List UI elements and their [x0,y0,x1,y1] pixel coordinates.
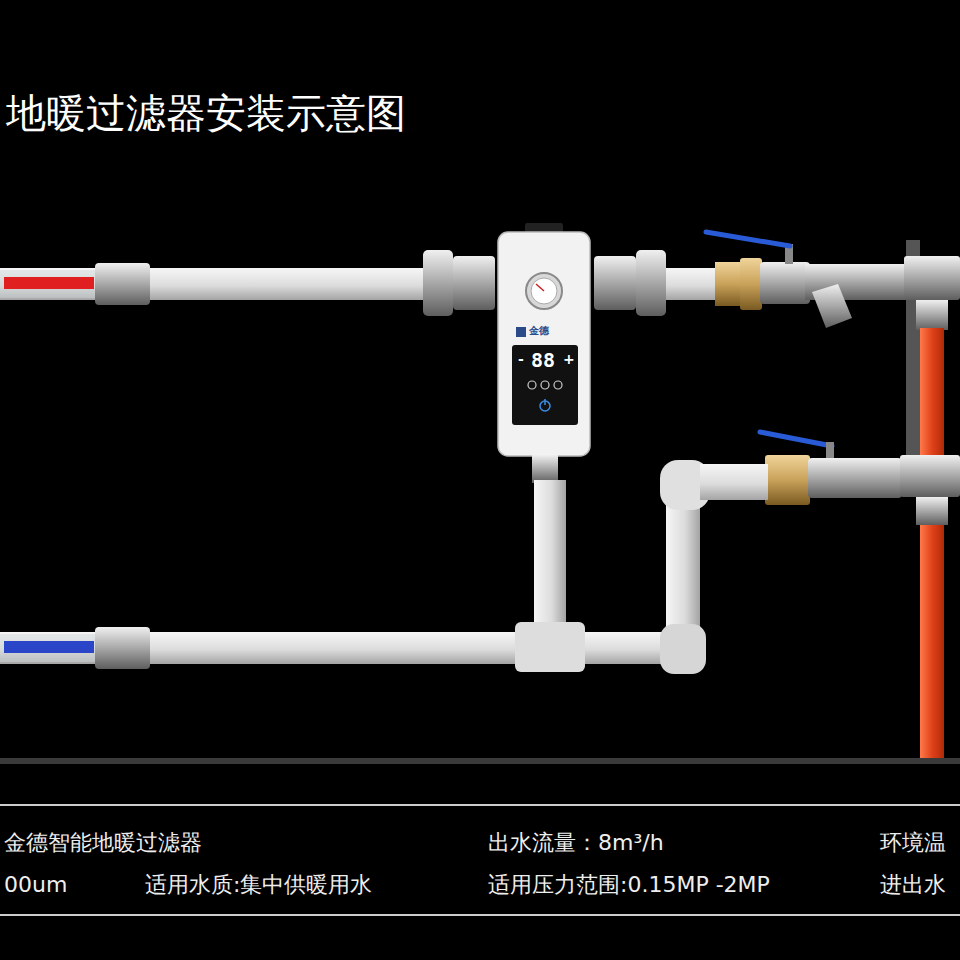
spec-text: 环境温 [880,830,946,855]
strainer-leg [812,284,852,328]
diagram-title: 地暖过滤器安装示意图 [6,90,406,136]
valve-stem [826,442,834,460]
valve-handle [760,432,832,446]
floor-line [0,758,960,764]
pipe-elbow [660,624,706,674]
brass-fitting [715,262,743,306]
union-nut [453,256,495,310]
spec-text: 适用水质:集中供暖用水 [145,872,372,897]
logo-mark [516,327,526,337]
ball-valve [808,458,902,498]
pipe-fitting [95,627,150,669]
filter-body [498,232,590,456]
pipe-fitting [95,263,150,305]
return-pipe [534,480,566,630]
pipe-tee [515,622,585,672]
display-icon [554,381,562,389]
rule-line [0,914,960,916]
spec-text: 00um [4,872,67,897]
gauge-needle [536,284,544,291]
manifold [904,256,960,300]
display-panel [512,345,578,425]
red-pipe [920,328,944,760]
union-nut [594,256,636,310]
display-icon [541,381,549,389]
return-pipe [666,492,700,642]
brand-logo: 金德 [529,325,549,337]
display-button: - [518,351,524,367]
brass-nut [740,258,762,310]
ball-valve [760,262,810,304]
spec-text: 适用压力范围:0.15MP -2MP [488,872,770,897]
valve-body [0,634,100,662]
brass-fitting [765,455,810,505]
valve-handle [706,232,790,246]
union-nut [636,250,666,316]
union-nut [423,250,453,316]
blue-marker [4,641,94,653]
manifold-fitting [916,300,948,330]
rule-line [0,804,960,806]
display-digits: 88 [531,349,555,372]
spec-text: 出水流量：8m³/h [488,830,664,855]
gauge-face [531,278,557,304]
power-icon [544,399,546,405]
manifold [900,455,960,497]
spec-text: 进出水 [880,872,946,897]
supply-pipe [666,268,718,300]
supply-pipe [0,268,440,300]
pressure-gauge [526,273,562,309]
outlet-nipple [532,455,558,483]
display-button: + [563,351,575,367]
display-icon [528,381,536,389]
valve-body [0,270,100,298]
red-marker [4,277,94,289]
manifold-fitting [916,497,948,525]
return-pipe [700,464,768,500]
spec-text: 金德智能地暖过滤器 [4,830,202,855]
